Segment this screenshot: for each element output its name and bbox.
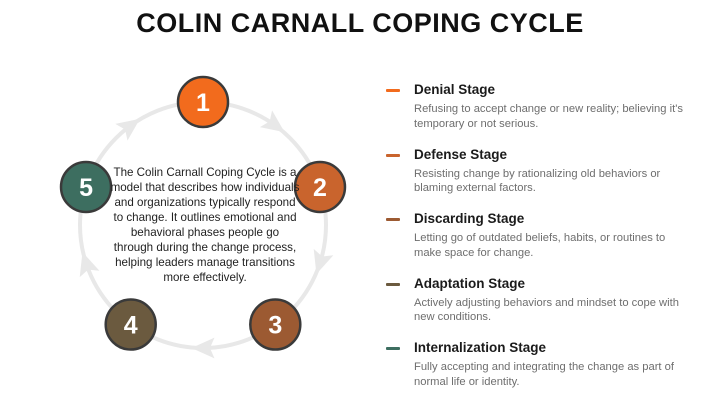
stage-list: Denial Stage Refusing to accept change o…	[386, 80, 706, 403]
stage-marker	[386, 153, 400, 157]
cycle-node-circle	[176, 75, 230, 129]
cycle-arrow-icon	[115, 118, 141, 141]
cycle-arrow-icon	[191, 337, 215, 359]
stage-item-defense: Defense Stage Resisting change by ration…	[386, 145, 706, 210]
stage-title: Internalization Stage	[414, 340, 547, 355]
stage-item-discarding: Discarding Stage Letting go of outdated …	[386, 209, 706, 274]
cycle-arrow-icon	[79, 252, 100, 278]
stage-title: Adaptation Stage	[414, 275, 526, 291]
page-title: COLIN CARNALL COPING CYCLE	[136, 8, 584, 38]
cycle-node-4: 4	[104, 298, 157, 351]
cycle-arrow-icon	[313, 248, 334, 274]
stage-marker	[386, 347, 400, 350]
coping-cycle-diagram: 1 2 3 4 5	[59, 75, 347, 359]
cycle-node-circle	[249, 298, 302, 351]
cycle-arrow-icon	[259, 110, 285, 133]
stage-item-denial: Denial Stage Refusing to accept change o…	[386, 80, 706, 145]
stage-marker	[386, 282, 400, 286]
cycle-node-number: 4	[124, 312, 138, 340]
stage-marker	[386, 89, 400, 92]
cycle-node-number: 3	[268, 312, 282, 340]
stage-item-adaptation: Adaptation Stage Actively adjusting beha…	[386, 274, 706, 339]
cycle-node-1: 1	[176, 75, 230, 129]
cycle-node-circle	[293, 160, 347, 214]
cycle-node-number: 5	[79, 174, 93, 202]
cycle-description: The Colin Carnall Coping Cycle is a mode…	[110, 166, 300, 285]
stage-description: Resisting change by rationalizing old be…	[414, 167, 661, 195]
stage-description: Fully accepting and integrating the chan…	[414, 361, 674, 388]
stage-description: Refusing to accept change or new reality…	[414, 103, 683, 130]
cycle-node-circle	[59, 160, 113, 214]
cycle-node-number: 1	[196, 89, 210, 117]
stage-title: Discarding Stage	[414, 211, 525, 226]
stage-item-internalization: Internalization Stage Fully accepting an…	[386, 338, 706, 403]
cycle-node-number: 2	[313, 174, 327, 202]
stage-title: Denial Stage	[414, 82, 496, 97]
cycle-node-3: 3	[249, 298, 302, 351]
stage-marker	[386, 218, 400, 221]
cycle-node-2: 2	[293, 160, 347, 214]
stage-title: Defense Stage	[414, 146, 508, 162]
cycle-node-circle	[104, 298, 157, 351]
stage-description: Actively adjusting behaviors and mindset…	[414, 296, 679, 324]
cycle-node-5: 5	[59, 160, 113, 214]
stage-description: Letting go of outdated beliefs, habits, …	[414, 232, 666, 259]
